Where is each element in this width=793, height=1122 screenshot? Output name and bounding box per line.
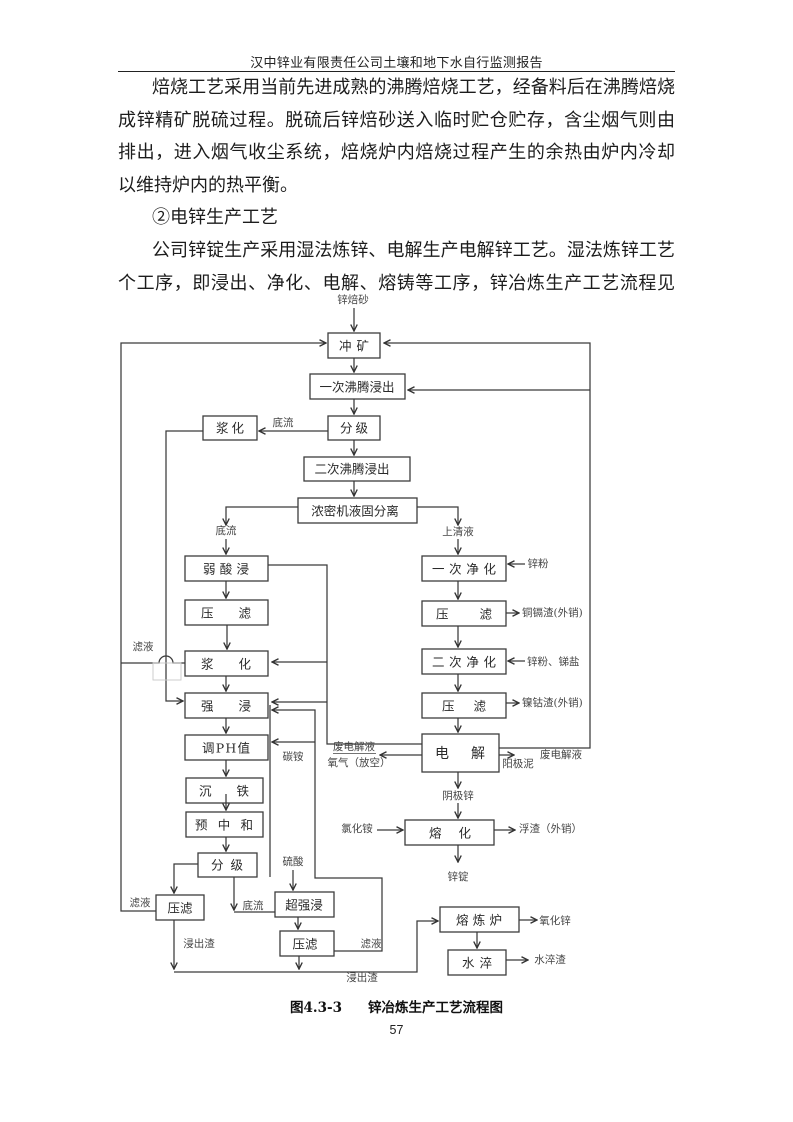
figure-title: 锌冶炼生产工艺流程图 [367, 1000, 503, 1016]
label-lvye-1: 滤液 [133, 640, 154, 653]
node-erci-feiteng-jinchu-label: 二次沸腾浸出 [314, 462, 389, 477]
node-chentie [185, 777, 264, 804]
node-yalv-5 [421, 692, 507, 719]
node-ronglianlu-label: 熔炼炉 [456, 913, 502, 928]
node-chaoqiangjin [274, 891, 335, 918]
page-number: 57 [389, 1023, 404, 1037]
node-dianjie [421, 733, 500, 773]
label-yangqi: 氧气（放空） [328, 756, 391, 769]
label-jinchuzha-1: 浸出渣 [183, 937, 215, 950]
label-tan-an: 碳铵 [283, 750, 304, 763]
node-yici-feiteng-jinchu-label: 一次沸腾浸出 [319, 380, 394, 395]
header-rule [118, 71, 675, 72]
node-chaoqiangjin-label: 超强浸 [285, 898, 323, 913]
node-qiangjin [184, 692, 269, 719]
node-shuicui [447, 949, 507, 976]
arrow-nongmiji-overflow [417, 506, 458, 525]
label-lvhuaan: 氯化铵 [341, 822, 373, 835]
node-chongkuang [327, 332, 381, 359]
arrow-residue-to-ronglianlu [174, 921, 438, 973]
process-nodes: 冲矿 一次沸腾浸出 分级 浆化 二次沸腾浸出 浓密机液固分离 弱酸浸 压滤 浆化… [155, 332, 520, 976]
paragraph-1-line-2: 成锌精矿脱硫过程。脱硫后锌焙砂送入临时贮仓贮存，含尘烟气则由炉顶烟道 [118, 109, 675, 131]
section-heading: ②电锌生产工艺 [152, 207, 278, 229]
node-tiao-ph-label: 调PH值 [202, 741, 250, 756]
figure-caption: 图4.3-3 锌冶炼生产工艺流程图 [0, 996, 793, 1016]
node-nongmiji-fenli-label: 浓密机液固分离 [311, 504, 399, 519]
label-tonggezha: 铜镉渣(外销) [522, 606, 583, 619]
label-xinding: 锌锭 [448, 870, 469, 883]
running-header: 汉中锌业有限责任公司土壤和地下水自行监测报告 [250, 56, 543, 71]
node-tiao-ph [184, 734, 269, 761]
arrow-fenji2-to-yalv2 [174, 863, 198, 893]
node-fenji-1 [327, 415, 381, 441]
node-yici-feiteng-jinchu [309, 373, 406, 400]
label-feidianjieye-2: 废电解液 [540, 748, 582, 761]
arrow-jianghua1-to-qiangjin [165, 430, 203, 701]
node-yalv-2 [155, 894, 205, 921]
line-jianghua2-filtrate-hop [121, 655, 185, 664]
body-text: 焙烧工艺采用当前先进成熟的沸腾焙烧工艺，经备料后在沸腾焙烧炉内完 成锌精矿脱硫过… [118, 72, 675, 300]
label-liusuan: 硫酸 [283, 855, 304, 868]
label-diliu-3: 底流 [243, 899, 264, 912]
figure-number: 图4.3-3 [290, 1000, 342, 1016]
label-fuzha: 浮渣（外销） [519, 822, 582, 835]
label-diliu-1: 底流 [273, 416, 294, 429]
label-lvye-3: 滤液 [361, 937, 382, 950]
node-ronglianlu [439, 906, 520, 933]
label-niegu-zha: 镍钴渣(外销) [522, 696, 583, 709]
node-ruosuanjin-label: 弱酸浸 [203, 562, 249, 577]
node-yalv-3 [279, 930, 335, 957]
line-spent-electrolyte-return [268, 564, 422, 745]
paragraph-1-line-4: 以维持炉内的热平衡。 [118, 174, 298, 196]
node-yuzhonghe [185, 811, 264, 838]
node-yalv-1 [184, 599, 269, 626]
node-jianghua-2 [184, 650, 269, 677]
node-yalv-2-label: 压滤 [167, 901, 193, 916]
arrow-spent-electrolyte-to-chongkuang [384, 343, 591, 749]
node-ruosuanjin [184, 555, 269, 582]
node-yalv-3-label: 压滤 [292, 937, 318, 952]
flow-connectors [120, 308, 591, 973]
node-fenji-2 [197, 852, 258, 878]
node-ronghua [404, 819, 495, 846]
hop-artifact [152, 662, 182, 681]
label-feidianjieye-1: 废电解液 [333, 740, 375, 753]
node-yuzhonghe-label: 预中和 [195, 818, 253, 833]
label-jinchuzha-2: 浸出渣 [346, 971, 378, 984]
label-xinfen: 锌粉 [528, 557, 549, 570]
arrow-nongmiji-underflow [226, 506, 298, 525]
paragraph-1-line-1: 焙烧工艺采用当前先进成熟的沸腾焙烧工艺，经备料后在沸腾焙烧炉内完 [152, 77, 675, 98]
node-erci-feiteng-jinchu [303, 456, 411, 482]
label-shangqingye: 上清液 [442, 525, 474, 538]
label-shuicuizha: 水淬渣 [534, 953, 566, 966]
label-lvye-2: 滤液 [130, 896, 151, 909]
node-yici-jinghua [421, 555, 507, 582]
flow-labels: 锌焙砂 底流 底流 上清液 锌粉 铜镉渣(外销) 锌粉、锑盐 镍钴渣(外销) 滤… [130, 293, 583, 984]
node-erci-jinghua [421, 648, 507, 675]
label-xinfen-tiyan: 锌粉、锑盐 [527, 655, 580, 668]
paragraph-1-line-3: 排出，进入烟气收尘系统，焙烧炉内焙烧过程产生的余热由炉内冷却埋管带走 [118, 142, 675, 164]
label-xin-beisha: 锌焙砂 [337, 293, 369, 306]
label-yanghuaxin: 氧化锌 [539, 914, 571, 927]
arrow-filtrate-to-qiangjin [272, 710, 383, 952]
paragraph-2-line-2: 个工序，即浸出、净化、电解、熔铸等工序，锌冶炼生产工艺流程见图 4.3-3。 [118, 272, 675, 294]
node-yalv-4 [421, 600, 507, 627]
arrow-filtrate-return-to-chongkuang [120, 343, 326, 912]
label-yangjini: 阳极泥 [502, 757, 534, 770]
node-jianghua-1 [202, 415, 258, 441]
node-nongmiji-fenli [297, 497, 418, 524]
label-diliu-2: 底流 [216, 524, 237, 537]
paragraph-2-line-1: 公司锌锭生产采用湿法炼锌、电解生产电解锌工艺。湿法炼锌工艺包括四 [152, 239, 675, 261]
label-yinjixin: 阴极锌 [442, 789, 474, 802]
